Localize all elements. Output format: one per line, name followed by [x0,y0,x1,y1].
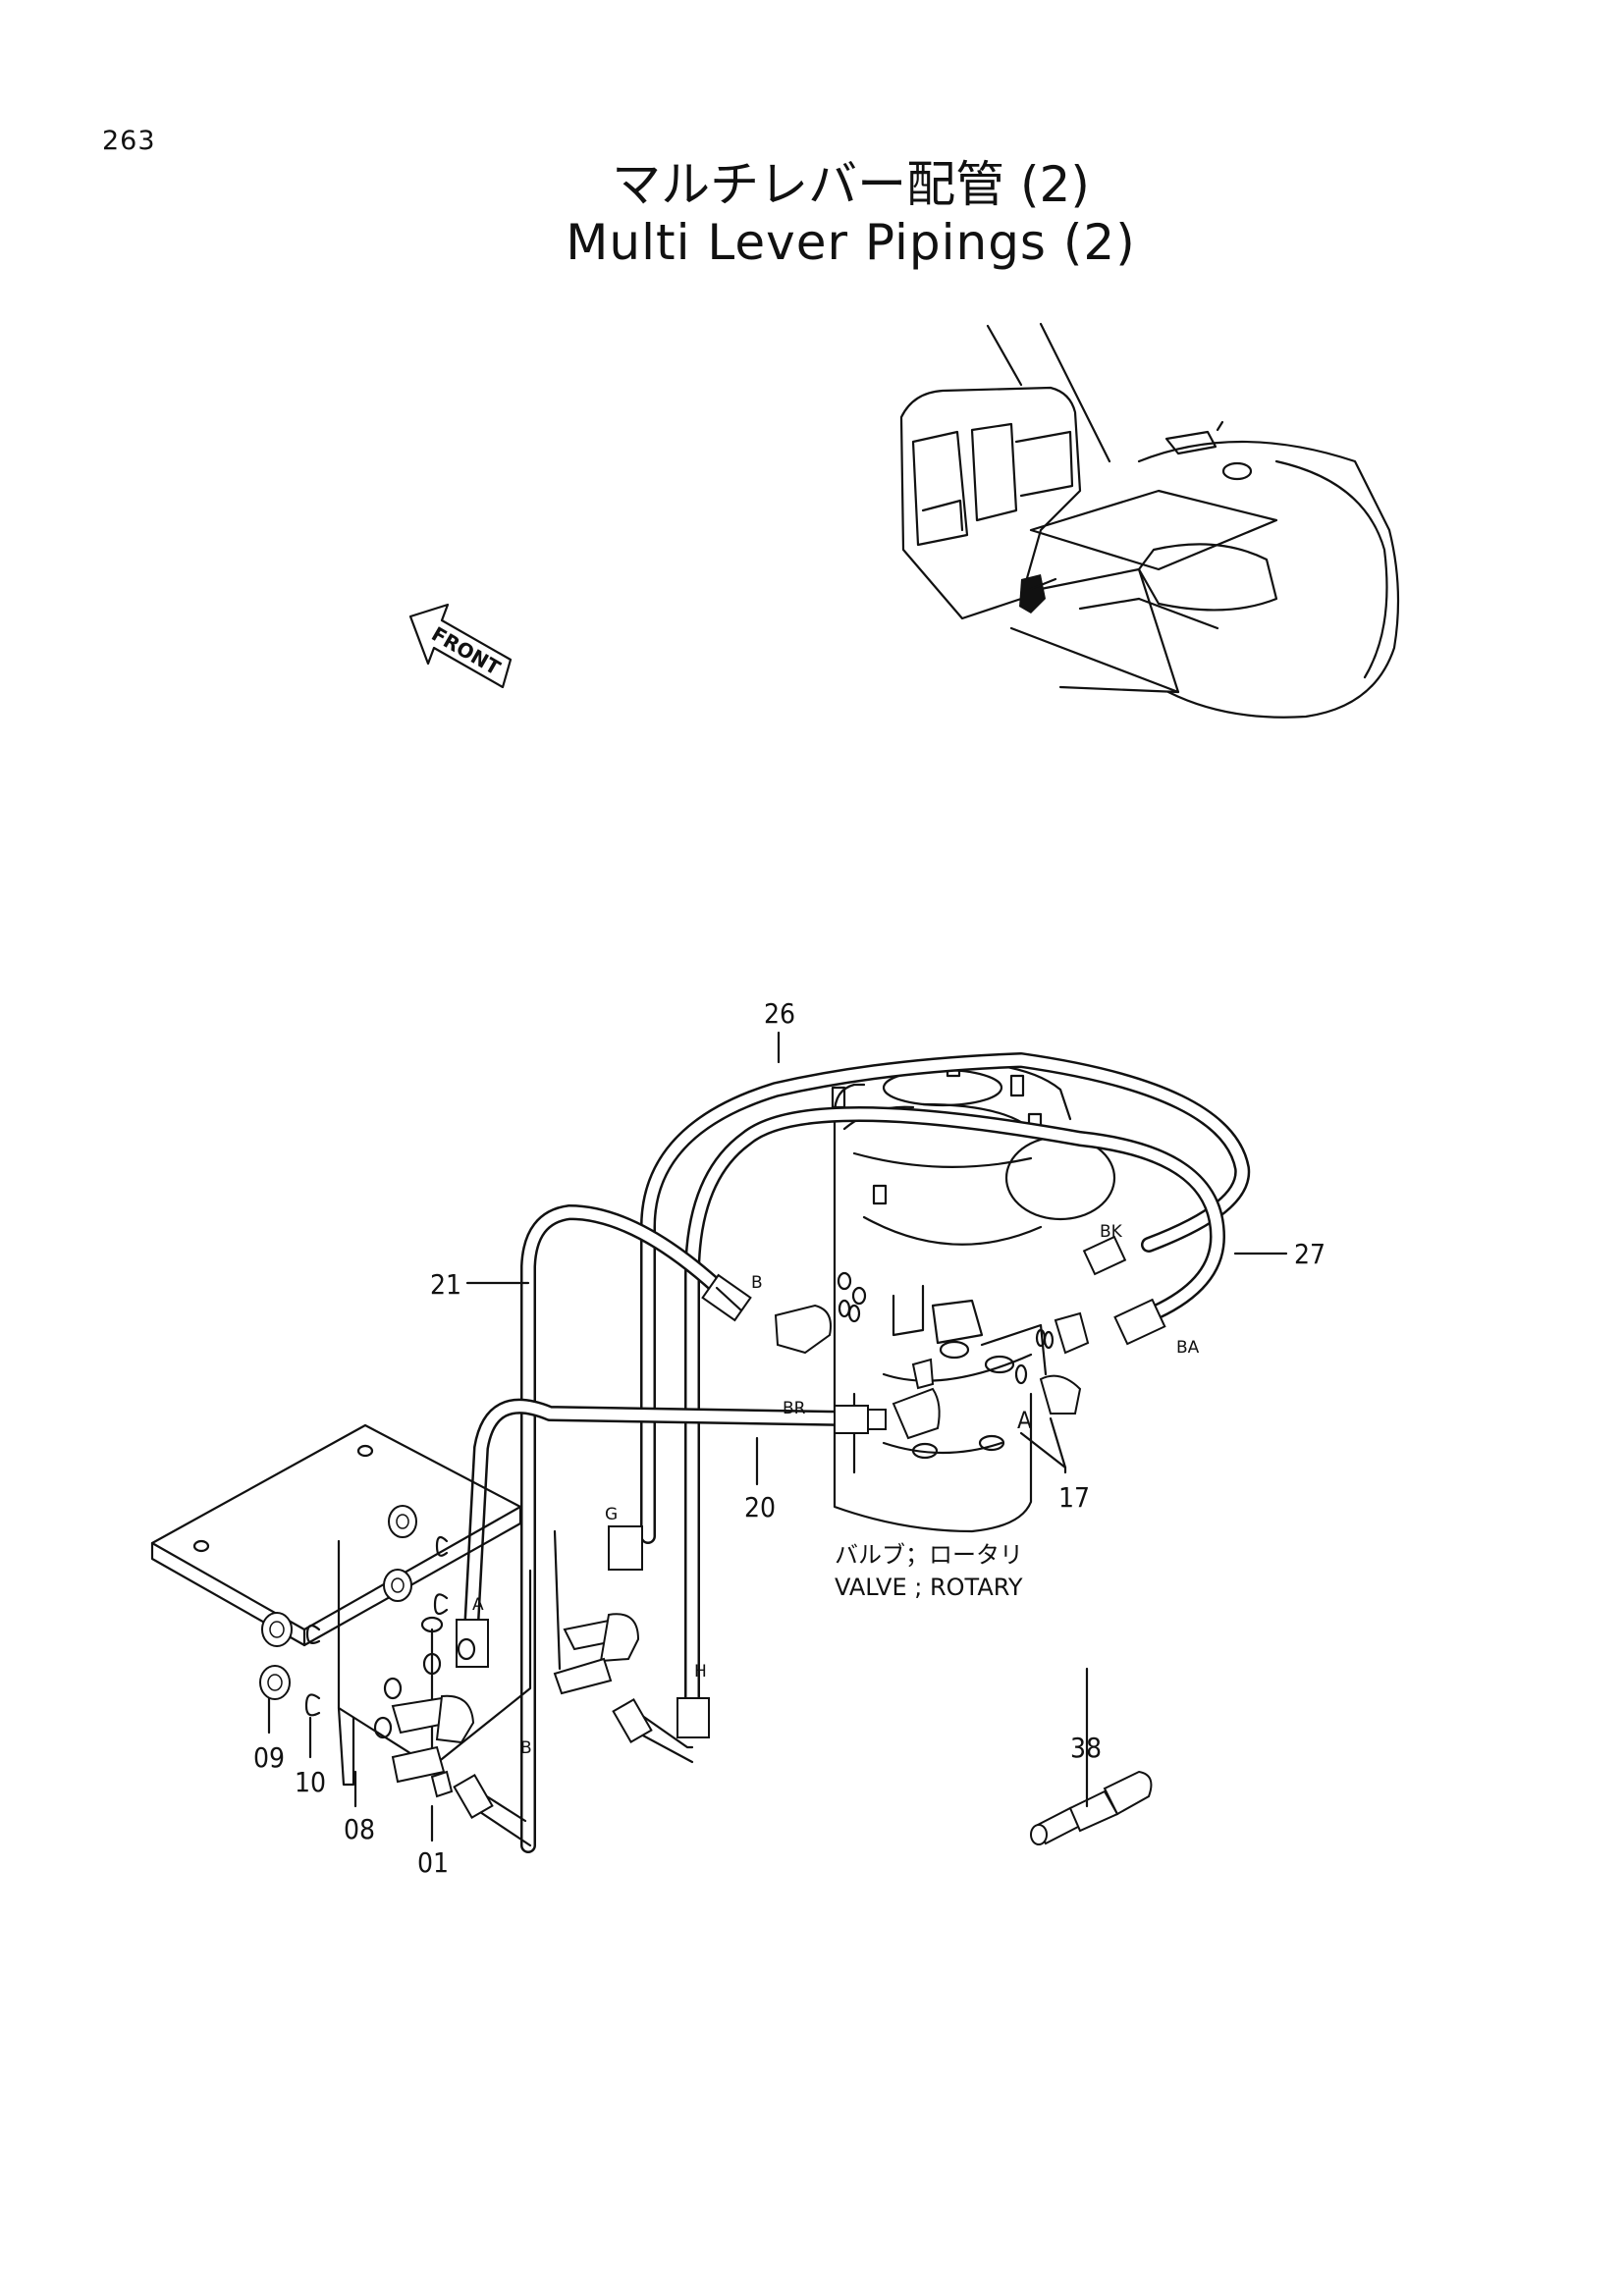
mounting-bracket [150,1423,562,1787]
port-label-ba: BA [1176,1338,1200,1358]
valve-caption-english: VALVE ; ROTARY [835,1574,1023,1601]
hose-27 [684,1106,1225,1716]
port-label-h: H [694,1662,707,1682]
hose-fittings [456,1235,1166,1738]
page-title-japanese: マルチレバー配管 (2) [612,156,1090,213]
part-ref-21: 21 [430,1268,461,1301]
leader-lines [267,1031,1288,1842]
part-ref-17: 17 [1058,1481,1090,1514]
hose-21 [520,1204,734,1853]
valve-caption-japanese: バルブ；ロータリ [835,1541,1023,1569]
page-number: 263 [102,126,156,156]
block-adapters [391,1613,694,1847]
elbow-fittings [774,1299,1090,1440]
port-label-a-right: A [1017,1407,1032,1434]
page-title-english: Multi Lever Pipings (2) [566,214,1136,271]
hose-20 [463,1398,852,1637]
nuts-washers [259,1505,449,1717]
part-38-coupling [1030,1667,1153,1845]
part-ref-38: 38 [1070,1732,1102,1764]
part-ref-01: 01 [417,1846,449,1879]
port-label-a-left: A [472,1595,484,1615]
port-label-br: BR [783,1399,806,1418]
part-ref-10: 10 [295,1766,326,1798]
excavator-overview [899,322,1400,719]
front-arrow: FRONT [408,603,513,689]
port-label-g: G [605,1505,618,1524]
hose-26 [640,1052,1251,1544]
port-label-b-upper: B [751,1273,763,1293]
part-ref-09: 09 [253,1741,285,1774]
port-label-bk: BK [1100,1222,1123,1242]
port-label-b-lower: B [520,1738,532,1758]
part-ref-20: 20 [744,1491,776,1523]
part-ref-08: 08 [344,1813,375,1845]
part-ref-26: 26 [764,997,795,1030]
part-ref-27: 27 [1294,1238,1325,1270]
